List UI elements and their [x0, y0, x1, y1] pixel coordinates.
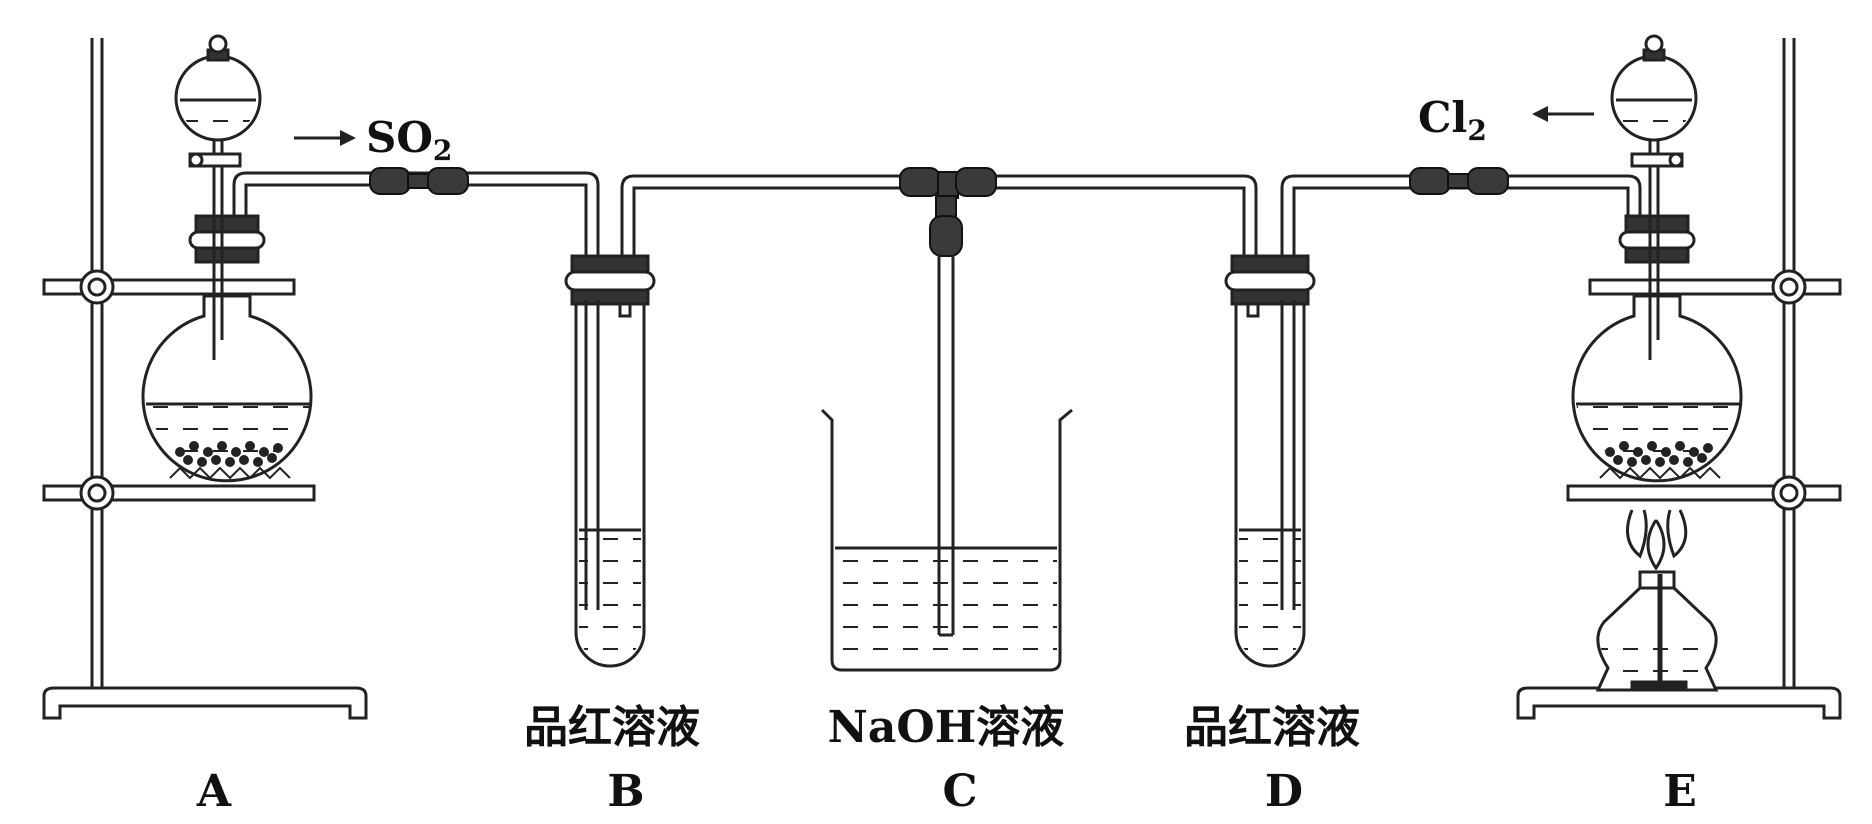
letter-a: A	[196, 766, 232, 817]
gas-label-so2: SO2	[294, 113, 452, 167]
separatory-funnel-a	[174, 34, 262, 142]
alcohol-lamp-e	[1595, 509, 1719, 692]
solution-label-b: 品红溶液	[524, 702, 700, 753]
gas-so2-sub: 2	[433, 134, 452, 167]
solution-label-d: 品红溶液	[1184, 702, 1360, 753]
beaker-c	[820, 255, 1073, 672]
letter-e: E	[1663, 766, 1697, 817]
letter-c: C	[942, 766, 977, 817]
test-tube-d	[1224, 254, 1316, 668]
letter-d: D	[1265, 766, 1303, 817]
apparatus-a	[42, 34, 368, 720]
gas-cl2-main: Cl	[1418, 93, 1467, 142]
letter-b: B	[607, 766, 644, 817]
apparatus-e	[1516, 34, 1842, 720]
iron-stand-a	[42, 38, 368, 720]
gas-cl2-sub: 2	[1467, 114, 1486, 147]
round-flask-e	[1571, 140, 1743, 483]
svg-text:SO2: SO2	[366, 113, 452, 167]
rubber-connectors	[369, 167, 1509, 257]
solid-beads-a	[175, 441, 283, 467]
connector-right	[1409, 167, 1509, 195]
gas-so2-main: SO	[366, 113, 433, 162]
round-flask-a	[141, 140, 313, 483]
solid-beads-e	[1605, 441, 1713, 467]
gas-label-cl2: Cl2	[1418, 93, 1594, 147]
test-tube-b	[564, 254, 656, 668]
iron-stand-e	[1516, 38, 1842, 720]
connector-left	[369, 167, 469, 195]
connector-tee	[899, 167, 997, 257]
solution-label-c: NaOH溶液	[828, 702, 1065, 753]
svg-text:Cl2: Cl2	[1418, 93, 1487, 147]
separatory-funnel-e	[1610, 34, 1698, 142]
